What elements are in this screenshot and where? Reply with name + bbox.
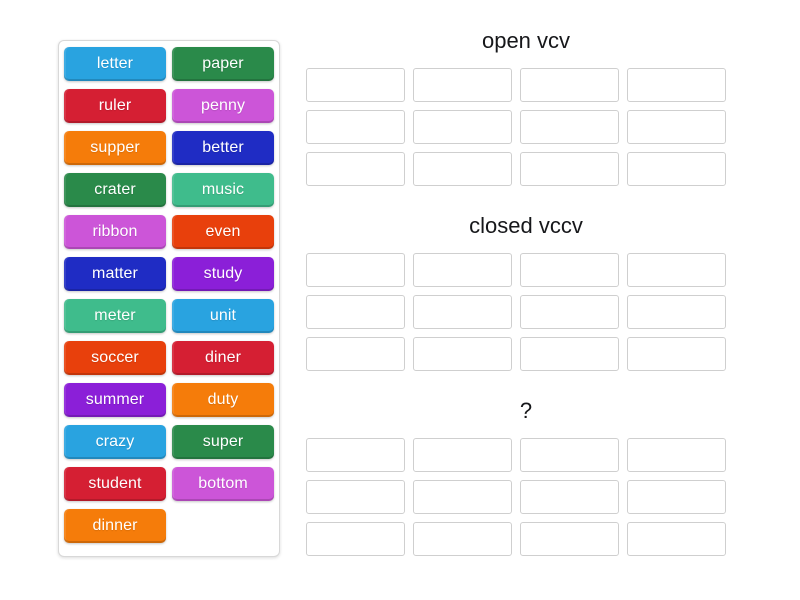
word-tile-label: music — [201, 181, 245, 198]
drop-slot[interactable] — [627, 522, 726, 556]
sort-group-open-vcv: open vcv — [306, 30, 746, 186]
group-title: ? — [519, 398, 533, 423]
drop-slot[interactable] — [520, 110, 619, 144]
word-tile-label: crazy — [95, 433, 135, 450]
word-tile-label: dinner — [92, 517, 138, 534]
word-tile[interactable]: matter — [64, 257, 166, 291]
drop-slot[interactable] — [520, 480, 619, 514]
drop-slot[interactable] — [413, 438, 512, 472]
drop-slot[interactable] — [627, 253, 726, 287]
word-tile-label: summer — [85, 391, 145, 408]
drop-slot[interactable] — [627, 152, 726, 186]
word-tile-label: letter — [96, 55, 134, 72]
word-tile[interactable]: unit — [172, 299, 274, 333]
drop-slot[interactable] — [413, 480, 512, 514]
drop-slot[interactable] — [520, 295, 619, 329]
drop-slot[interactable] — [413, 152, 512, 186]
drop-slot[interactable] — [627, 438, 726, 472]
drop-slot[interactable] — [306, 253, 405, 287]
word-tile[interactable]: even — [172, 215, 274, 249]
word-tile[interactable]: duty — [172, 383, 274, 417]
drop-slot[interactable] — [413, 522, 512, 556]
drop-slot[interactable] — [520, 438, 619, 472]
word-tile-grid: letter paper ruler penny supper better crater m… — [64, 47, 274, 543]
drop-slot[interactable] — [413, 337, 512, 371]
drop-slot[interactable] — [306, 68, 405, 102]
word-tile-label: meter — [94, 307, 136, 324]
word-tile[interactable]: summer — [64, 383, 166, 417]
word-tile-label: soccer — [91, 349, 139, 366]
drop-slot[interactable] — [413, 295, 512, 329]
drop-slot[interactable] — [520, 337, 619, 371]
word-tile-label: supper — [90, 139, 140, 156]
word-tile[interactable]: crater — [64, 173, 166, 207]
word-tile[interactable]: meter — [64, 299, 166, 333]
word-tile[interactable]: soccer — [64, 341, 166, 375]
drop-slot[interactable] — [627, 480, 726, 514]
word-tile-label: diner — [204, 349, 242, 366]
drop-slot-grid — [306, 68, 746, 186]
drop-slot[interactable] — [306, 110, 405, 144]
drop-slot-grid — [306, 438, 746, 556]
word-tile-tray: letter paper ruler penny supper better crater m… — [58, 40, 280, 557]
group-title: open vcv — [481, 28, 571, 53]
word-tile[interactable]: study — [172, 257, 274, 291]
word-tile[interactable]: paper — [172, 47, 274, 81]
sort-group-unknown: ? — [306, 400, 746, 556]
drop-slot[interactable] — [306, 295, 405, 329]
word-tile[interactable]: ruler — [64, 89, 166, 123]
drop-slot[interactable] — [627, 337, 726, 371]
word-tile[interactable]: supper — [64, 131, 166, 165]
word-tile-label: student — [88, 475, 142, 492]
drop-slot[interactable] — [627, 295, 726, 329]
word-tile[interactable]: penny — [172, 89, 274, 123]
word-tile-label: super — [202, 433, 244, 450]
word-tile-label: duty — [207, 391, 239, 408]
drop-slot[interactable] — [306, 438, 405, 472]
drop-slot[interactable] — [306, 337, 405, 371]
word-tile[interactable]: crazy — [64, 425, 166, 459]
word-tile[interactable]: ribbon — [64, 215, 166, 249]
word-tile-label: bottom — [198, 475, 248, 492]
word-tile-label: matter — [92, 265, 138, 282]
word-tile-label: ruler — [98, 97, 132, 114]
word-tile[interactable]: letter — [64, 47, 166, 81]
word-tile-label: study — [203, 265, 243, 282]
drop-slot[interactable] — [306, 152, 405, 186]
word-tile-label: crater — [94, 181, 136, 198]
drop-slot[interactable] — [413, 253, 512, 287]
word-tile[interactable]: diner — [172, 341, 274, 375]
drop-slot[interactable] — [520, 522, 619, 556]
drop-slot[interactable] — [413, 68, 512, 102]
word-tile-label: ribbon — [92, 223, 138, 240]
word-tile[interactable]: bottom — [172, 467, 274, 501]
drop-slot[interactable] — [413, 110, 512, 144]
word-tile[interactable]: music — [172, 173, 274, 207]
drop-slot[interactable] — [306, 480, 405, 514]
group-title: closed vccv — [469, 213, 583, 238]
word-tile[interactable]: student — [64, 467, 166, 501]
word-tile-label: better — [202, 139, 244, 156]
drop-slot[interactable] — [627, 68, 726, 102]
drop-slot[interactable] — [520, 68, 619, 102]
word-tile[interactable]: super — [172, 425, 274, 459]
drop-slot-grid — [306, 253, 746, 371]
word-tile-label: even — [205, 223, 241, 240]
drop-slot[interactable] — [520, 253, 619, 287]
word-tile-label: paper — [202, 55, 244, 72]
sort-group-closed-vccv: closed vccv — [306, 215, 746, 371]
word-tile[interactable]: better — [172, 131, 274, 165]
drop-slot[interactable] — [520, 152, 619, 186]
word-tile-label: unit — [209, 307, 237, 324]
drop-slot[interactable] — [627, 110, 726, 144]
word-tile-label: penny — [200, 97, 246, 114]
word-tile[interactable]: dinner — [64, 509, 166, 543]
drop-slot[interactable] — [306, 522, 405, 556]
